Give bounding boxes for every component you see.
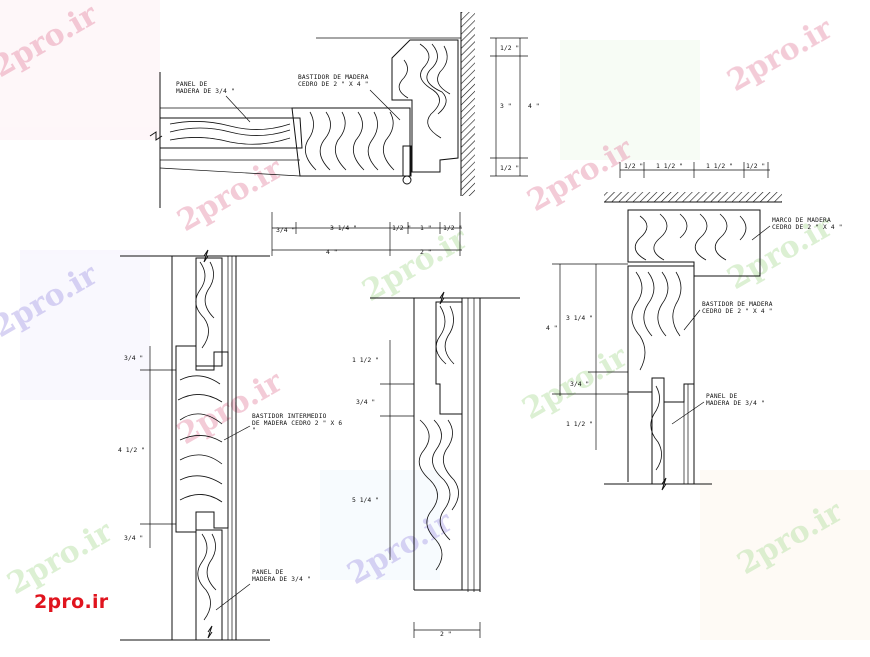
label-frame-line1: BASTIDOR DE MADERA [298,74,369,81]
label-bastidor-line2: CEDRO DE 2 " X 4 " [702,308,773,315]
dim-center-3: 5 1/4 " [352,496,379,504]
dim-right-left-4: 1 1/2 " [566,420,593,428]
dim-bottom-2: 3 1/4 " [330,224,357,232]
right-detail: 1/2 " 1 1/2 " 1 1/2 " 1/2 " MARCO DE MAD… [546,162,843,491]
dim-right-4: 4 " [528,102,540,110]
dim-left-1: 3/4 " [124,354,143,362]
dim-right-top-2: 1 1/2 " [656,162,683,170]
dim-bottom-4: 1 " [420,224,432,232]
dim-right-2: 3 " [500,102,512,110]
label-mid-line1: BASTIDOR INTERMEDIO [252,413,327,420]
dim-bottom-6: 4 " [326,248,338,256]
ceiling-hatch [604,192,782,202]
dim-right-top-3: 1 1/2 " [706,162,733,170]
watermark-text: 2pro.ir [357,221,475,309]
dim-right-left-2: 3 1/4 " [566,314,593,322]
dim-bottom-7: 2 " [420,248,432,256]
dim-center-4: 2 " [440,630,452,638]
watermark-text: 2pro.ir [2,514,120,602]
dim-right-left-3: 3/4 " [570,380,589,388]
dim-right-1: 1/2 " [500,44,519,52]
label-marco-line1: MARCO DE MADERA [772,217,831,224]
label-right-panel-line1: PANEL DE [706,393,737,400]
background-tint [560,40,870,640]
left-detail: 3/4 " 4 1/2 " 3/4 " BASTIDOR INTERMEDIO … [118,249,342,641]
dim-right-top-1: 1/2 " [624,162,643,170]
label-lowpanel-line1: PANEL DE [252,569,283,576]
top-detail: PANEL DE MADERA DE 3/4 " BASTIDOR DE MAD… [149,12,540,256]
dim-right-3: 1/2 " [500,164,519,172]
dim-center-2: 3/4 " [356,398,375,406]
dim-bottom-5: 1/2 " [443,224,462,232]
label-panel-line2: MADERA DE 3/4 " [176,88,235,95]
label-right-panel-line2: MADERA DE 3/4 " [706,400,765,407]
label-mid-line2: DE MADERA CEDRO 2 " X 6 [252,420,342,427]
label-lowpanel-line2: MADERA DE 3/4 " [252,576,311,583]
label-mid-line3: " [252,427,256,434]
site-logo[interactable]: 2pro.ir [34,591,109,613]
label-marco-line2: CEDRO DE 2 " X 4 " [772,224,843,231]
dim-bottom-1: 3/4 " [276,226,295,234]
dim-left-3: 3/4 " [124,534,143,542]
label-panel-line1: PANEL DE [176,81,207,88]
dim-right-left-1: 4 " [546,324,558,332]
label-bastidor-line1: BASTIDOR DE MADERA [702,301,773,308]
dim-right-top-4: 1/2 " [746,162,765,170]
center-detail: 1 1/2 " 3/4 " 5 1/4 " 2 " [352,291,520,638]
dim-bottom-3: 1/2 " [392,224,411,232]
watermark-text: 2pro.ir [722,11,840,99]
wall-hatch [461,12,475,196]
dim-center-1: 1 1/2 " [352,356,379,364]
dim-left-2: 4 1/2 " [118,446,145,454]
label-frame-line2: CEDRO DE 2 " X 4 " [298,81,369,88]
